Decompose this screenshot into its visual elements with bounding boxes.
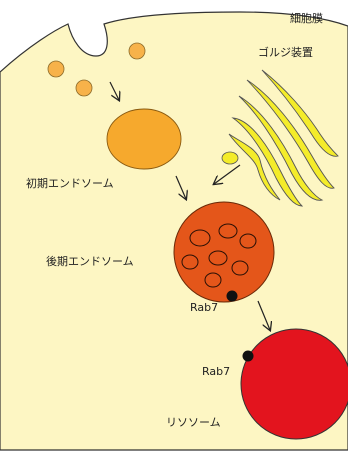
early-endosome (107, 109, 181, 169)
label-rab7-late-endosome: Rab7 (190, 301, 218, 314)
label-rab7-lysosome: Rab7 (202, 365, 230, 378)
label-lysosome: リソソーム (166, 416, 221, 429)
label-golgi: ゴルジ装置 (258, 45, 313, 59)
endocytic-vesicle (48, 61, 64, 77)
rab7-marker-lysosome (243, 351, 254, 362)
golgi-vesicle (222, 152, 238, 164)
lysosome (241, 329, 348, 439)
endocytic-vesicle (76, 80, 92, 96)
rab7-marker-late-endosome (227, 291, 238, 302)
label-late-endosome: 後期エンドソーム (46, 254, 134, 268)
endocytic-vesicle (129, 43, 145, 59)
label-early-endosome: 初期エンドソーム (26, 176, 114, 190)
label-cell-membrane: 細胞膜 (290, 12, 323, 25)
late-endosome (174, 202, 274, 302)
